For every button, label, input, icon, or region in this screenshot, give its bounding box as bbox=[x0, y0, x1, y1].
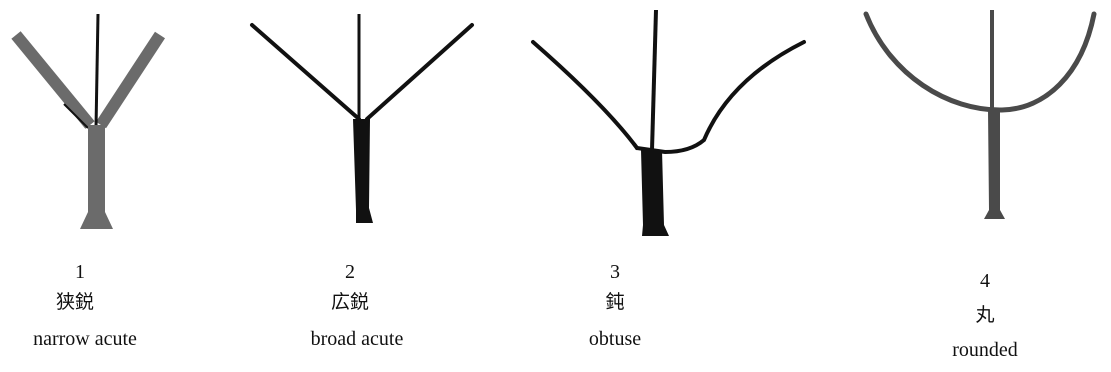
panel-number: 2 bbox=[345, 261, 355, 283]
petiole bbox=[641, 150, 669, 236]
english-label: obtuse bbox=[588, 328, 642, 350]
narrow-acute-diagram bbox=[11, 13, 166, 229]
english-label: narrow acute bbox=[33, 328, 137, 350]
panel-broad-acute: 2 広鋭 broad acute bbox=[240, 0, 480, 372]
left-vein bbox=[531, 40, 639, 150]
english-label: rounded bbox=[952, 339, 1018, 361]
japanese-label: 丸 bbox=[975, 304, 995, 326]
right-vein bbox=[635, 40, 806, 155]
rounded-vein bbox=[863, 11, 1097, 113]
panel-number: 1 bbox=[75, 261, 85, 283]
midrib bbox=[650, 9, 658, 151]
panel-narrow-acute: 1 狭鋭 narrow acute bbox=[0, 0, 200, 372]
panel-rounded: 4 丸 rounded bbox=[860, 0, 1111, 372]
petiole bbox=[80, 125, 113, 229]
japanese-label: 広鋭 bbox=[330, 291, 369, 313]
japanese-label: 狭鋭 bbox=[55, 291, 94, 313]
petiole bbox=[984, 110, 1005, 219]
english-label: broad acute bbox=[310, 328, 404, 350]
left-vein bbox=[11, 31, 95, 129]
panel-number: 3 bbox=[610, 261, 620, 283]
broad-acute-diagram bbox=[250, 14, 474, 223]
panel-obtuse: 3 鈍 obtuse bbox=[525, 0, 810, 372]
right-vein bbox=[365, 23, 474, 121]
vein-edge bbox=[63, 103, 89, 129]
rounded-diagram bbox=[863, 10, 1097, 219]
obtuse-diagram bbox=[531, 9, 806, 236]
right-vein bbox=[95, 31, 166, 129]
japanese-label: 鈍 bbox=[605, 291, 625, 313]
petiole bbox=[353, 119, 373, 223]
midrib bbox=[94, 13, 100, 129]
panel-number: 4 bbox=[980, 270, 990, 292]
left-vein bbox=[250, 23, 361, 121]
